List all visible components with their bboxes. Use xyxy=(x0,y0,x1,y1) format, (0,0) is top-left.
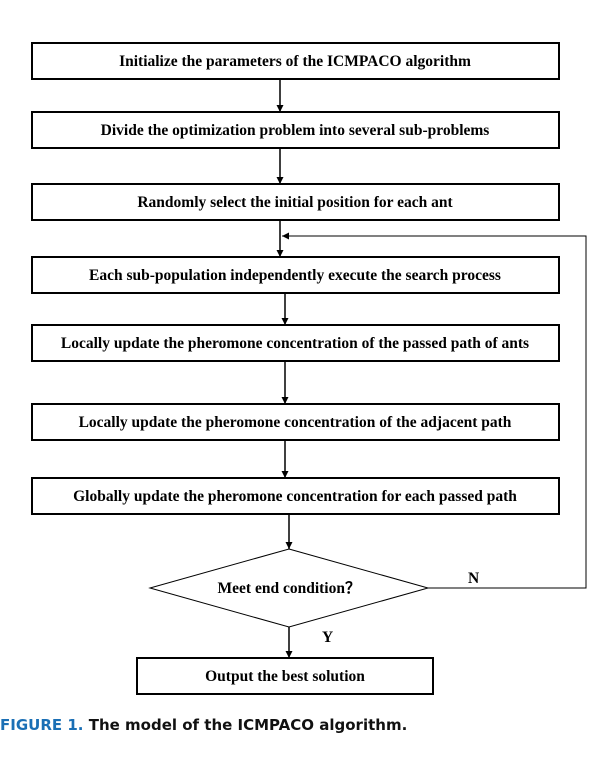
step-random-select: Randomly select the initial position for… xyxy=(31,183,560,221)
step-local-update-passed: Locally update the pheromone concentrati… xyxy=(31,324,560,362)
step-local-update-adjacent-label: Locally update the pheromone concentrati… xyxy=(79,414,512,431)
arrow-loop-no xyxy=(282,232,587,589)
step-local-update-adjacent: Locally update the pheromone concentrati… xyxy=(31,403,560,441)
step-divide: Divide the optimization problem into sev… xyxy=(31,111,560,149)
step-divide-label: Divide the optimization problem into sev… xyxy=(101,122,490,139)
step-search-process: Each sub-population independently execut… xyxy=(31,256,560,294)
figure-caption-text: The model of the ICMPACO algorithm. xyxy=(88,716,408,734)
decision-end-condition-label: Meet end condition？ xyxy=(218,580,361,597)
step-local-update-passed-label: Locally update the pheromone concentrati… xyxy=(61,335,529,352)
step-global-update: Globally update the pheromone concentrat… xyxy=(31,477,560,515)
step-initialize-label: Initialize the parameters of the ICMPACO… xyxy=(119,53,471,70)
figure-caption-label: FIGURE 1. xyxy=(0,716,84,734)
branch-label-no: N xyxy=(468,570,479,587)
step-random-select-label: Randomly select the initial position for… xyxy=(137,194,453,211)
step-initialize: Initialize the parameters of the ICMPACO… xyxy=(31,42,560,80)
decision-end-condition: Meet end condition？ xyxy=(148,548,430,628)
branch-label-yes: Y xyxy=(322,629,333,646)
step-search-process-label: Each sub-population independently execut… xyxy=(89,267,501,284)
step-output-label: Output the best solution xyxy=(205,668,365,685)
figure-caption: FIGURE 1. The model of the ICMPACO algor… xyxy=(0,716,601,734)
step-global-update-label: Globally update the pheromone concentrat… xyxy=(73,488,517,505)
step-output: Output the best solution xyxy=(136,657,434,695)
